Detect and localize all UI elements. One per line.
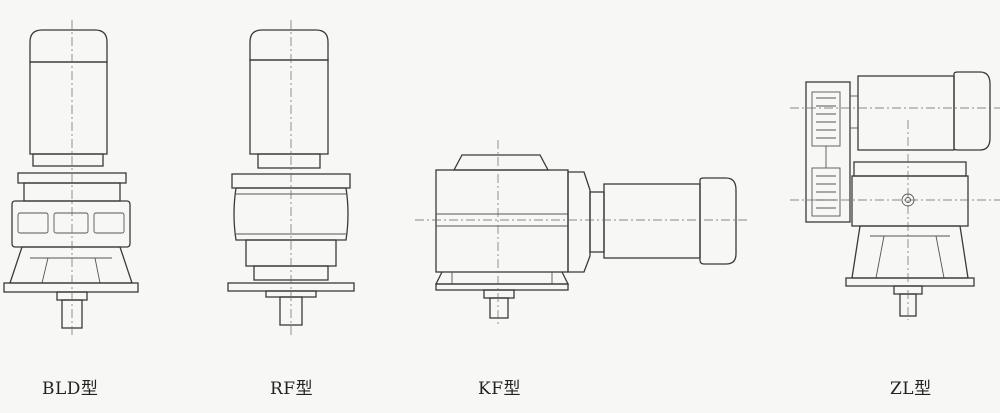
bld-caption: BLD型 [42, 379, 99, 399]
zl-caption: ZL型 [890, 379, 932, 399]
rf-reducer-drawing [227, 20, 355, 335]
kf-caption: KF型 [478, 379, 521, 399]
bld-reducer-drawing [3, 20, 139, 335]
zl-reducer-drawing [790, 71, 1000, 320]
rf-caption: RF型 [270, 379, 314, 399]
kf-reducer-drawing [415, 140, 748, 325]
